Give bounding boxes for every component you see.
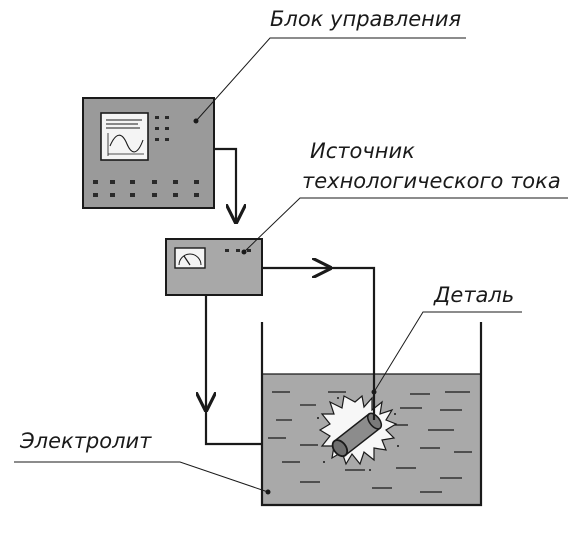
control-buttons <box>93 180 199 197</box>
tank-walls <box>260 322 483 507</box>
power-source <box>165 238 263 296</box>
leader-part <box>373 311 522 393</box>
indicator-lights <box>155 116 169 141</box>
label-control-unit: Блок управления <box>270 7 461 31</box>
part-in-electrolyte <box>317 394 399 471</box>
electrolyte-tank <box>260 322 483 507</box>
leader-power-source <box>243 197 568 253</box>
cylinder-part-icon <box>331 412 383 458</box>
wire-control-to-source <box>214 147 236 222</box>
liquid-hatching <box>268 391 472 493</box>
leader-control-unit <box>195 37 466 122</box>
label-part: Деталь <box>433 283 514 307</box>
wiring <box>204 147 376 446</box>
spark-particles <box>317 397 399 471</box>
leader-electrolyte <box>14 461 269 493</box>
leader-dots <box>193 118 377 495</box>
source-indicators <box>225 249 251 252</box>
control-unit <box>82 97 215 209</box>
label-power-source-line2: технологического тока <box>302 169 561 193</box>
wire-source-to-tank <box>204 404 262 446</box>
wire-source-to-part-down <box>324 266 376 420</box>
label-power-source-line1: Источник <box>310 139 415 163</box>
leader-lines <box>14 37 568 493</box>
label-electrolyte: Электролит <box>19 429 152 453</box>
gauge-dial-icon <box>174 247 206 269</box>
sine-wave-display <box>100 112 149 161</box>
